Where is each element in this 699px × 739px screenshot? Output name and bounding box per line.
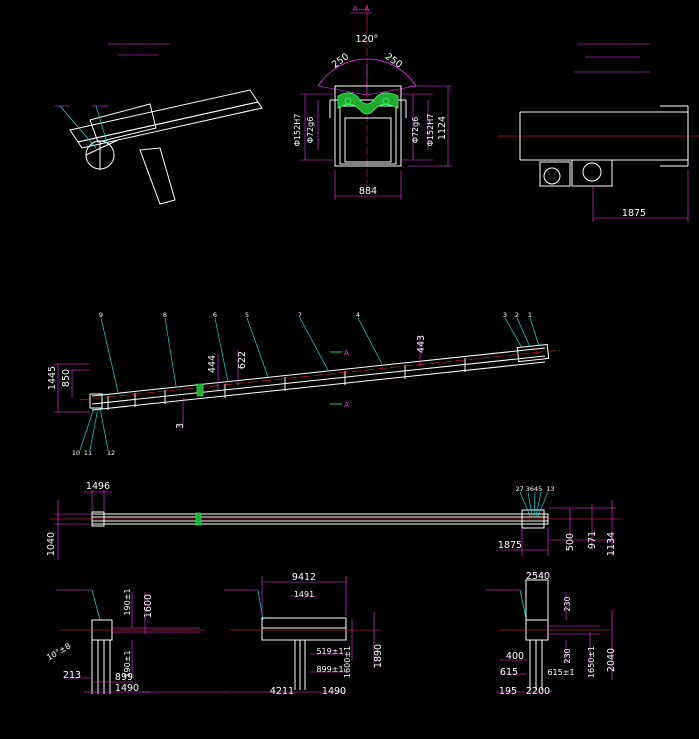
callout-9: 9 [99, 311, 103, 319]
plan-dim-1134: 1134 [606, 532, 617, 556]
callout-10: 10 [72, 449, 80, 457]
dr-dim-2540: 2540 [526, 571, 550, 582]
detail-view-middle: 9412 1491 519±1 899±1 1600±1 1890 4211 1… [224, 572, 384, 697]
dim-right-outer: Φ152H7 [426, 114, 435, 147]
callout-8: 8 [163, 311, 167, 319]
callout-6: 6 [213, 311, 217, 319]
top-left-view [55, 43, 263, 205]
callout-2: 2 [515, 311, 519, 319]
dm-dim-1491: 1491 [294, 590, 314, 599]
plan-dim-1875: 1875 [498, 540, 522, 551]
elev-dim-622: 622 [237, 351, 248, 369]
dr-dim-230-bottom: 230 [563, 648, 572, 663]
top-right-length: 1875 [622, 208, 646, 219]
dl-dim-1490: 1490 [115, 683, 139, 694]
dr-dim-1650: 1650±1 [587, 646, 596, 678]
section-mark-bottom: A [344, 401, 349, 409]
dl-dim-899: 899 [115, 672, 133, 683]
dr-dim-400: 400 [506, 651, 524, 662]
angle-dimension: 120° [356, 34, 379, 45]
callout-5: 5 [245, 311, 249, 319]
section-view-a-a: A—A 120° 250 250 [293, 4, 452, 200]
callout-3: 3 [503, 311, 507, 319]
callout-1: 1 [528, 311, 532, 319]
detail-view-left: 190±1 1600 190±1 899 213 1490 10°±8 [45, 588, 225, 694]
dim-width: 884 [359, 186, 377, 197]
detail-view-right: 2540 230 400 230 615 615±1 1650±1 2040 1… [486, 571, 617, 697]
dl-dim-1600: 1600 [143, 594, 154, 618]
belt-trough-idler [337, 92, 399, 115]
dm-dim-4211: 4211 [270, 686, 294, 697]
dr-dim-195: 195 [499, 686, 517, 697]
dim-left-inner: Φ72g6 [306, 117, 315, 144]
dim-left-outer: Φ152H7 [293, 114, 302, 147]
dm-dim-1890: 1890 [373, 644, 384, 668]
section-mark-top: A [344, 349, 349, 357]
radius-right-dimension: 250 [383, 51, 404, 70]
dl-dim-213: 213 [63, 670, 81, 681]
section-marker-label: A—A [353, 5, 370, 13]
dr-dim-615: 615 [500, 667, 518, 678]
callout-12: 12 [107, 449, 115, 457]
dm-dim-899: 899±1 [316, 665, 343, 674]
dm-dim-1490: 1490 [322, 686, 346, 697]
dim-right-inner: Φ72g6 [411, 117, 420, 144]
callout-7: 7 [298, 311, 302, 319]
callout-4: 4 [356, 311, 360, 319]
dim-height: 1124 [437, 116, 448, 140]
dr-dim-2040: 2040 [606, 648, 617, 672]
callout-11: 11 [84, 449, 92, 457]
top-right-view: 1875 [498, 43, 699, 222]
dr-dim-615-tol: 615±1 [547, 668, 574, 677]
dr-dim-230-top: 230 [563, 596, 572, 611]
elev-dim-1445: 1445 [47, 366, 58, 390]
dm-dim-519: 519±1 [316, 647, 343, 656]
dm-dim-1600: 1600±1 [343, 646, 352, 678]
elev-dim-444: 444 [207, 355, 218, 373]
dr-dim-2200: 2200 [526, 686, 550, 697]
elev-dim-443: 443 [416, 335, 427, 353]
elev-dim-3: 3 [175, 423, 186, 429]
elevation-view: 9 8 6 5 7 4 3 2 1 10 11 12 1445 850 444 … [47, 311, 561, 457]
dm-dim-9412: 9412 [292, 572, 316, 583]
plan-dim-500: 500 [565, 533, 576, 551]
elev-dim-850: 850 [61, 369, 72, 387]
plan-dim-1040: 1040 [46, 532, 57, 556]
radius-left-dimension: 250 [330, 51, 351, 70]
plan-dim-1496: 1496 [86, 481, 110, 492]
dl-dim-190-bottom: 190±1 [123, 650, 132, 677]
dl-dim-190-top: 190±1 [123, 588, 132, 615]
plan-dim-971: 971 [587, 531, 598, 549]
dl-angle: 10°±8 [45, 641, 72, 662]
